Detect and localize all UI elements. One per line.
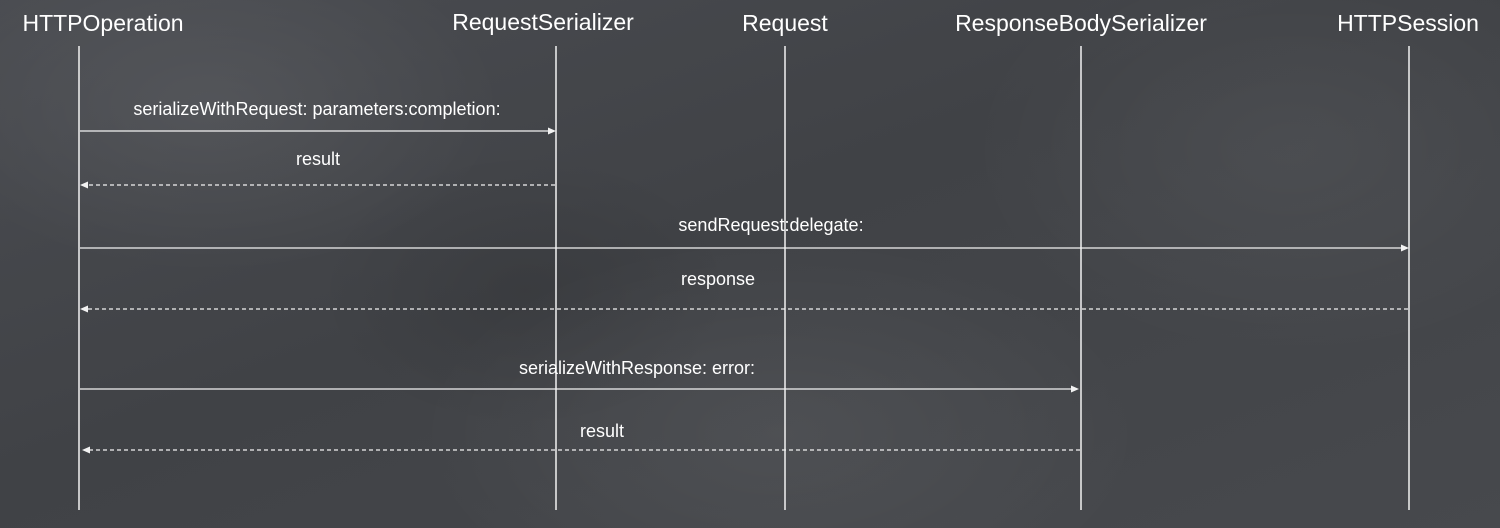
- message-response: response: [80, 269, 1408, 313]
- message-result-response: result: [82, 421, 1080, 454]
- arrowhead-left-icon: [80, 305, 88, 313]
- participant-label-request-serializer: RequestSerializer: [452, 9, 634, 35]
- message-label-result-response: result: [580, 421, 624, 441]
- arrowhead-right-icon: [1071, 385, 1079, 393]
- arrowhead-left-icon: [80, 181, 88, 189]
- message-label-response: response: [681, 269, 755, 289]
- message-serialize-with-request: serializeWithRequest: parameters:complet…: [80, 99, 556, 135]
- participant-label-http-operation: HTTPOperation: [22, 10, 183, 36]
- arrowhead-left-icon: [82, 446, 90, 454]
- message-label-send-request: sendRequest:delegate:: [678, 215, 863, 235]
- message-label-result-request: result: [296, 149, 340, 169]
- participant-label-request: Request: [742, 10, 828, 36]
- message-result-request: result: [80, 149, 555, 189]
- participant-label-http-session: HTTPSession: [1337, 10, 1479, 36]
- message-label-serialize-with-request: serializeWithRequest: parameters:complet…: [133, 99, 500, 119]
- arrowhead-right-icon: [1401, 244, 1409, 252]
- message-send-request: sendRequest:delegate:: [80, 215, 1409, 252]
- message-serialize-with-response: serializeWithResponse: error:: [80, 358, 1079, 393]
- message-label-serialize-with-response: serializeWithResponse: error:: [519, 358, 755, 378]
- arrowhead-right-icon: [548, 127, 556, 135]
- participant-label-response-body-serializer: ResponseBodySerializer: [955, 10, 1207, 36]
